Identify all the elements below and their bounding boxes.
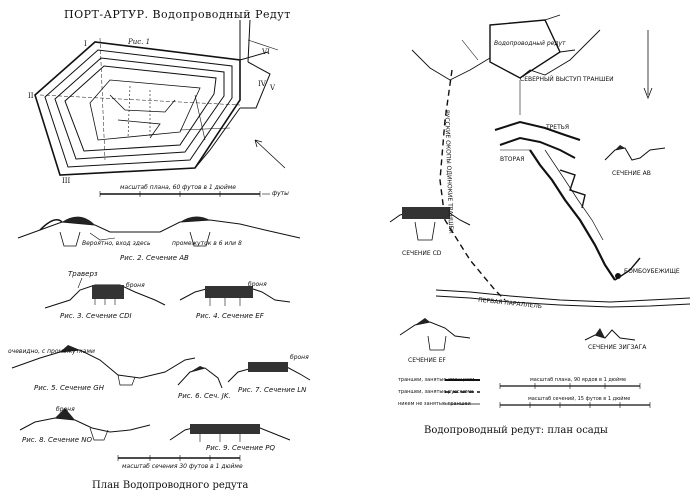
roman-5: V	[270, 84, 276, 92]
section-scale-bar	[117, 455, 241, 461]
armor-label-4: броня	[56, 406, 75, 413]
roman-6: VI	[262, 48, 270, 56]
right-scale-plan: масштаб плана, 90 ярдов в 1 дюйме	[530, 377, 627, 383]
section-zigzag-label: СЕЧЕНИЕ ЗИГЗАГА	[588, 344, 647, 351]
north-salient-label: СЕВЕРНЫЙ ВЫСТУП ТРАНШЕИ	[520, 76, 614, 83]
fort-plan	[34, 19, 286, 197]
roman-3: III	[62, 177, 71, 185]
redoubt-label: Водопроводный редут	[494, 40, 566, 47]
section-cdi	[44, 277, 166, 309]
right-caption: Водопроводный редут: план осады	[424, 425, 608, 436]
third-parallel-label: ТРЕТЬЯ	[546, 124, 570, 131]
second-parallel-label: ВТОРАЯ	[500, 156, 525, 163]
fig1-label: Рис. 1	[128, 38, 151, 46]
fig6-caption: Рис. 6. Сеч. JK.	[178, 392, 231, 400]
roman-4: IV	[258, 80, 266, 88]
armor-label-1: броня	[126, 282, 145, 289]
roman-2: II	[28, 92, 34, 100]
legend-japanese: траншеи, занятые японцами	[398, 377, 475, 383]
fig3-caption: Рис. 3. Сечение CDI	[60, 312, 132, 320]
entrance-note: Вероятно, вход здесь	[82, 240, 151, 247]
section-cd-label: СЕЧЕНИЕ CD	[402, 250, 442, 257]
armor-label-2: броня	[248, 281, 267, 288]
section-no	[19, 408, 151, 441]
left-caption: План Водопроводного редута	[92, 480, 249, 491]
legend-empty: никем не занятые траншеи	[398, 401, 471, 407]
legend-russian: траншеи, занятые русскими	[398, 389, 473, 395]
fig5-caption: Рис. 5. Сечение GH	[34, 384, 104, 392]
siege-plan	[389, 14, 691, 408]
section-ab	[17, 216, 301, 247]
ochev-note: очевидно, с промежутками	[8, 348, 95, 355]
section-ef	[179, 286, 291, 306]
left-scale-plan: масштаб плана, 60 футов в 1 дюйме	[120, 184, 236, 191]
section-pq	[169, 424, 291, 442]
fig8-caption: Рис. 8. Сечение NO	[22, 436, 93, 444]
section-jk	[177, 366, 223, 389]
roman-1: I	[84, 40, 87, 48]
section-ef-right-label: СЕЧЕНИЕ EF	[408, 357, 446, 364]
section-scale-label: масштаб сечения 30 футов в 1 дюйме	[122, 463, 243, 470]
section-gh	[11, 345, 196, 386]
gap-note: промежуток в 6 или 8	[172, 240, 242, 247]
bomb-shelter-label: БОМБОУБЕЖИЩЕ	[624, 268, 680, 275]
traverse-label: Траверз	[68, 270, 98, 278]
section-ln	[227, 362, 311, 383]
armor-label-3: броня	[290, 354, 309, 361]
left-scale-unit: футы	[272, 190, 289, 197]
fig4-caption: Рис. 4. Сечение EF	[196, 312, 264, 320]
fig7-caption: Рис. 7. Сечение LN	[238, 386, 307, 394]
fig2-caption: Рис. 2. Сечение АВ	[120, 254, 189, 262]
right-scale-section: масштаб сечений, 15 футов в 1 дюйме	[528, 396, 631, 402]
fig9-caption: Рис. 9. Сечение PQ	[206, 444, 275, 452]
section-ab-right-label: СЕЧЕНИЕ АВ	[612, 170, 651, 177]
left-title: ПОРТ-АРТУР. Водопроводный Редут	[64, 8, 291, 21]
